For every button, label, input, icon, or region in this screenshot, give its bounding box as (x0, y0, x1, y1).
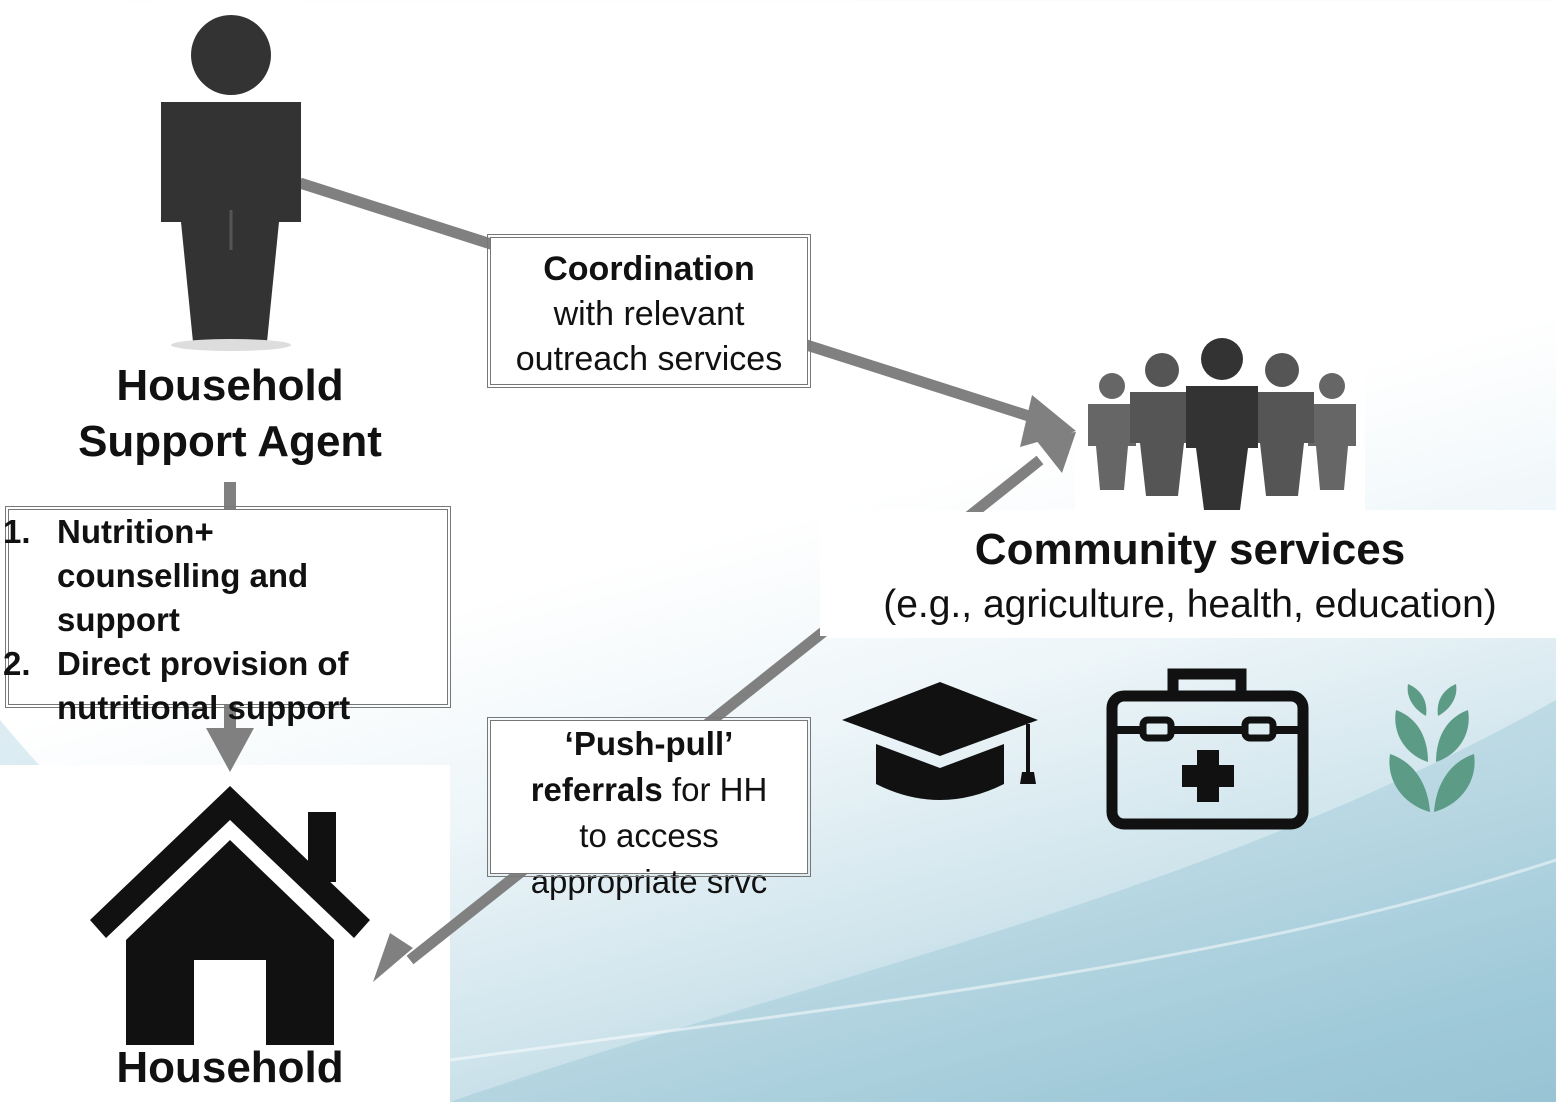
coordination-line3: outreach services (515, 340, 783, 378)
graduation-cap-icon (842, 682, 1038, 800)
list-line: Nutrition+ (57, 513, 214, 550)
list-line: counselling and (57, 557, 309, 594)
support-list-item: 1. Nutrition+ counselling and support (3, 510, 447, 642)
referrals-title: ‘Push-pull’ (564, 725, 734, 762)
community-text-panel-overlay (820, 512, 1556, 636)
coordination-box: Coordination with relevant outreach serv… (487, 234, 811, 388)
group-icon (1088, 338, 1356, 510)
referrals-bold: referrals (530, 771, 663, 808)
coordination-line2: with relevant (553, 295, 745, 333)
medical-kit-icon (1106, 668, 1309, 830)
list-number: 1. (3, 513, 31, 550)
support-list: 1. Nutrition+ counselling and support 2.… (3, 510, 447, 730)
plant-icon (1389, 684, 1475, 812)
referrals-box: ‘Push-pull’ referrals for HH to access a… (487, 717, 811, 900)
community-subtitle: (e.g., agriculture, health, education) (883, 583, 1497, 626)
referrals-line3: to access (579, 817, 719, 854)
list-number: 2. (3, 645, 31, 682)
list-line: support (57, 601, 180, 638)
house-icon (90, 786, 370, 1045)
person-icon (161, 15, 301, 351)
support-list-box: 1. Nutrition+ counselling and support 2.… (3, 506, 451, 726)
referrals-line4: appropriate srvc (530, 863, 768, 900)
list-line: nutritional support (57, 689, 351, 726)
coordination-title: Coordination (543, 250, 755, 288)
support-list-item: 2. Direct provision of nutritional suppo… (3, 642, 447, 730)
referrals-rest: for HH (662, 771, 768, 808)
household-label: Household (116, 1043, 344, 1092)
community-title: Community services (974, 525, 1406, 574)
list-line: Direct provision of (57, 645, 349, 682)
agent-label: Household Support Agent (40, 358, 420, 470)
agent-label-line2: Support Agent (78, 417, 382, 466)
agent-label-line1: Household (116, 361, 344, 410)
